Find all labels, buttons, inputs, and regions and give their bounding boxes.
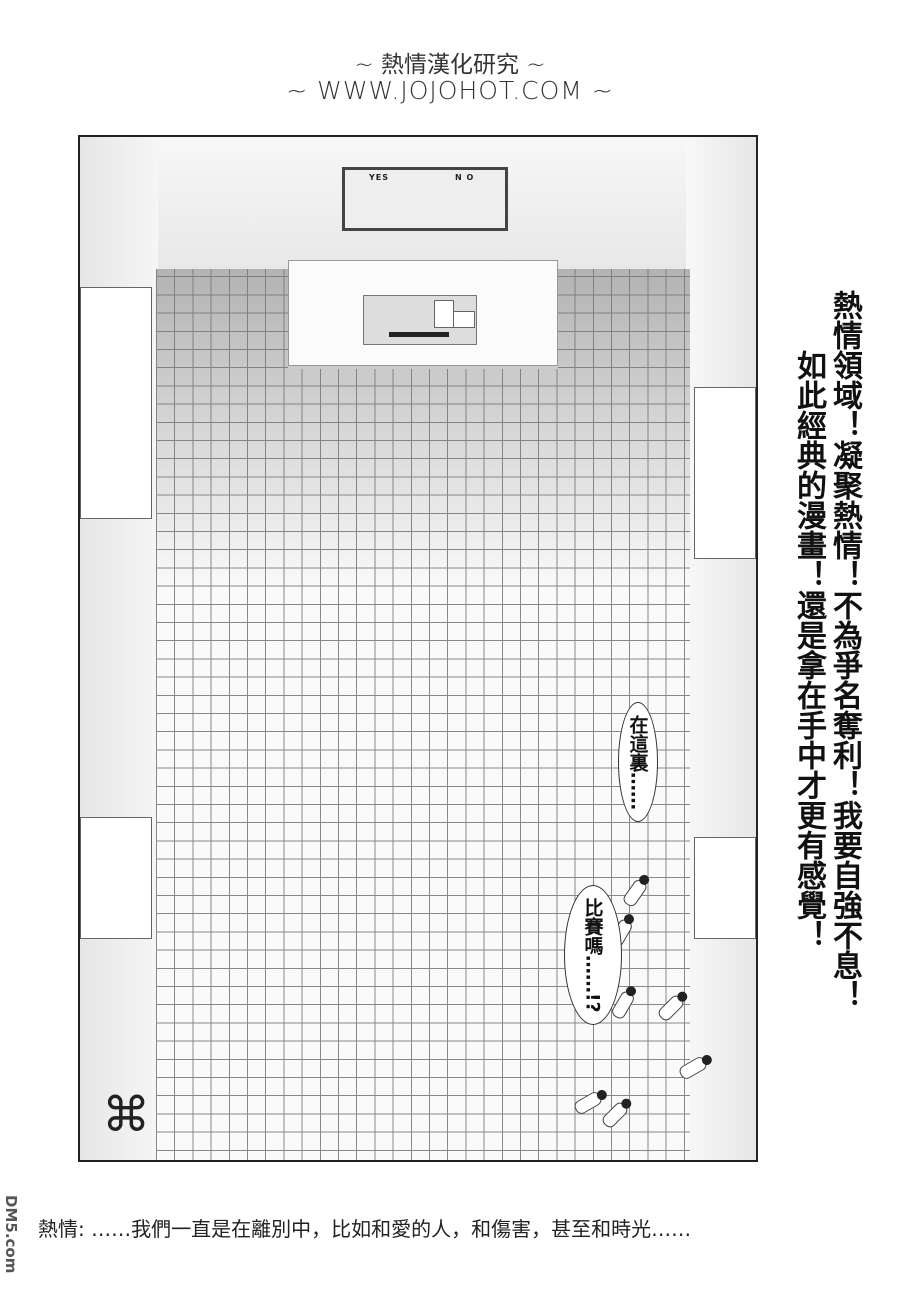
clover-logo-icon: ⌘ (102, 1087, 150, 1143)
person-figure (656, 993, 686, 1023)
sign-no-label: N O (455, 173, 475, 182)
right-bench (694, 387, 756, 559)
speech-bubble: 在這裏…… (618, 702, 658, 822)
credit-line-website: ~ WWW.JOJOHOT.COM ~ (286, 76, 614, 105)
watermark-logo: DM5.com (2, 1195, 20, 1274)
machine-slot (389, 332, 449, 337)
right-bench-lower (694, 837, 756, 939)
person-figure (600, 1100, 630, 1130)
tiled-floor (156, 269, 709, 1160)
yes-no-sign: YES N O (342, 167, 508, 231)
reception-desk (288, 260, 558, 366)
left-wall (80, 137, 158, 1160)
sign-yes-label: YES (369, 173, 390, 182)
manga-panel: YES N O 在這裏…… 比賽嗎……!? ⌘ (78, 135, 758, 1162)
machine (363, 295, 477, 345)
side-vertical-text: 熱情領域！凝聚熱情！不為爭名奪利！我要自強不息！ 如此經典的漫畫！還是拿在手中才… (790, 290, 862, 1030)
left-bench-lower (80, 817, 152, 939)
speech-bubble: 比賽嗎……!? (564, 885, 622, 1025)
person-figure (621, 877, 649, 909)
caption-text: 熱情: ……我們一直是在離別中，比如和愛的人，和傷害，甚至和時光…… (38, 1217, 692, 1241)
side-text-column1: 如此經典的漫畫！還是拿在手中才更有感覺！ (791, 350, 826, 950)
person-figure (572, 1089, 604, 1117)
side-text-column2: 熱情領域！凝聚熱情！不為爭名奪利！我要自強不息！ (827, 290, 862, 1010)
machine-box (453, 311, 475, 328)
credit-line-group: ~ 熱情漢化研究 ~ (354, 52, 546, 78)
right-wall (686, 137, 756, 1160)
machine-box (434, 300, 454, 328)
left-bench (80, 287, 152, 519)
